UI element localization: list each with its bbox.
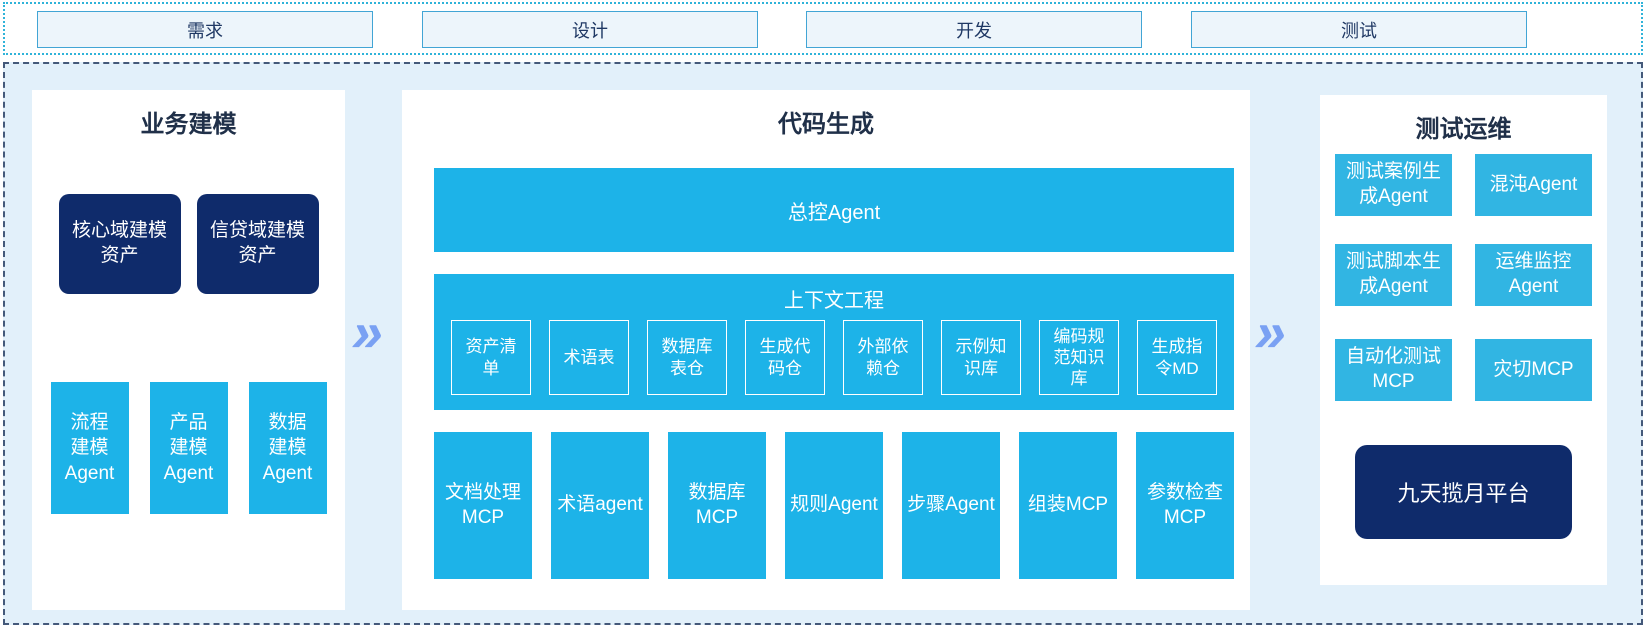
jiutian-lanyue-platform-box: 九天揽月平台 <box>1355 445 1572 539</box>
product-modeling-agent-box: 产品建模Agent <box>149 382 228 514</box>
phase-box-development: 开发 <box>806 11 1142 48</box>
modeling-agents-row: 流程建模Agent 产品建模Agent 数据建模Agent <box>32 382 345 514</box>
data-modeling-agent-box: 数据建模Agent <box>248 382 327 514</box>
panel-title-code-generation: 代码生成 <box>778 111 874 138</box>
credit-domain-asset-box: 信贷域建模资产 <box>196 194 319 294</box>
context-items-row: 资产清单 术语表 数据库表仓 生成代码仓 外部依赖仓 示例知识库 编码规范知识库… <box>434 320 1234 395</box>
panel-code-generation: 代码生成 总控Agent 上下文工程 资产清单 术语表 数据库表仓 生成代码仓 … <box>402 90 1250 610</box>
context-engineering-title: 上下文工程 <box>784 290 884 312</box>
phase-strip: 需求 设计 开发 测试 <box>3 2 1643 55</box>
glossary-box: 术语表 <box>549 320 629 395</box>
external-deps-repo-box: 外部依赖仓 <box>843 320 923 395</box>
phase-box-design: 设计 <box>422 11 758 48</box>
rules-agent-box: 规则Agent <box>785 432 883 579</box>
test-ops-row-3: 自动化测试MCP 灾切MCP <box>1320 339 1607 401</box>
coding-standard-kb-box: 编码规范知识库 <box>1039 320 1119 395</box>
main-area: 业务建模 核心域建模资产 信贷域建模资产 流程建模Agent 产品建模Agent… <box>3 62 1643 625</box>
test-ops-row-1: 测试案例生成Agent 混沌Agent <box>1320 154 1607 216</box>
test-ops-row-2: 测试脚本生成Agent 运维监控Agent <box>1320 244 1607 306</box>
panel-business-modeling: 业务建模 核心域建模资产 信贷域建模资产 流程建模Agent 产品建模Agent… <box>32 90 345 610</box>
terminology-agent-box: 术语agent <box>551 432 649 579</box>
steps-agent-box: 步骤Agent <box>902 432 1000 579</box>
phase-box-requirements: 需求 <box>37 11 373 48</box>
chaos-agent-box: 混沌Agent <box>1475 154 1592 216</box>
modeling-assets-row: 核心域建模资产 信贷域建模资产 <box>32 194 345 294</box>
master-agent-bar: 总控Agent <box>434 168 1234 252</box>
param-check-mcp-box: 参数检查MCP <box>1136 432 1234 579</box>
test-script-gen-agent-box: 测试脚本生成Agent <box>1335 244 1452 306</box>
phase-box-testing: 测试 <box>1191 11 1527 48</box>
chevron-right-icon: » <box>1249 300 1294 363</box>
automated-test-mcp-box: 自动化测试MCP <box>1335 339 1452 401</box>
test-case-gen-agent-box: 测试案例生成Agent <box>1335 154 1452 216</box>
doc-processing-mcp-box: 文档处理MCP <box>434 432 532 579</box>
example-kb-box: 示例知识库 <box>941 320 1021 395</box>
core-domain-asset-box: 核心域建模资产 <box>58 194 181 294</box>
panel-title-test-ops: 测试运维 <box>1415 116 1512 143</box>
chevron-right-icon: » <box>346 300 391 363</box>
db-table-repo-box: 数据库表仓 <box>647 320 727 395</box>
asset-list-box: 资产清单 <box>451 320 531 395</box>
mcp-agent-row: 文档处理MCP 术语agent 数据库MCP 规则Agent 步骤Agent 组… <box>434 432 1234 579</box>
database-mcp-box: 数据库MCP <box>668 432 766 579</box>
assembly-mcp-box: 组装MCP <box>1019 432 1117 579</box>
panel-title-business-modeling: 业务建模 <box>140 111 237 138</box>
ops-monitoring-agent-box: 运维监控Agent <box>1475 244 1592 306</box>
panel-test-ops: 测试运维 测试案例生成Agent 混沌Agent 测试脚本生成Agent 运维监… <box>1320 95 1607 585</box>
process-modeling-agent-box: 流程建模Agent <box>50 382 129 514</box>
generated-code-repo-box: 生成代码仓 <box>745 320 825 395</box>
gen-instruction-md-box: 生成指令MD <box>1137 320 1217 395</box>
context-engineering-bar: 上下文工程 资产清单 术语表 数据库表仓 生成代码仓 外部依赖仓 示例知识库 编… <box>434 274 1234 410</box>
disaster-switch-mcp-box: 灾切MCP <box>1475 339 1592 401</box>
